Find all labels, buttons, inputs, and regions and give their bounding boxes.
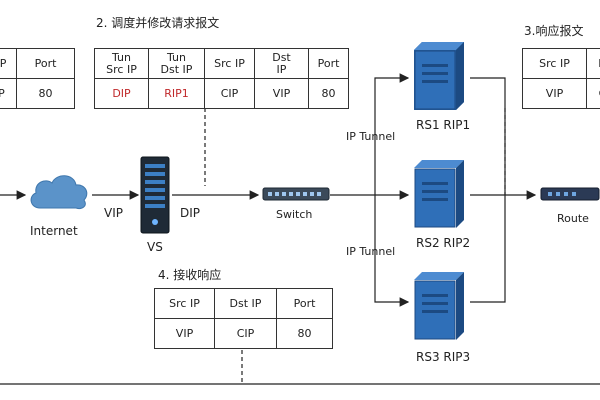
router-icon [540, 187, 600, 201]
step2-header-src: Src IP [204, 48, 255, 79]
step4-header-dst: Dst IP [214, 288, 277, 319]
line-to-rs3 [374, 195, 410, 307]
packet-table-step4: Src IP Dst IP Port VIP CIP 80 [154, 288, 333, 349]
left-header-ip: IP [0, 48, 17, 79]
step2-header-tun-src: Tun Src IP [94, 48, 149, 79]
dip-link-label: DIP [180, 206, 201, 220]
step3-title: 3.响应报文 [524, 24, 584, 38]
step2-header-dst: Dst IP [254, 48, 309, 79]
rs2-server-icon [414, 160, 464, 228]
internet-label: Internet [30, 224, 78, 238]
rs1-label: RS1 RIP1 [416, 118, 471, 132]
step2-value-src: CIP [204, 78, 255, 109]
step4-header-port: Port [276, 288, 333, 319]
step3-header-src: Src IP [522, 48, 587, 79]
step4-header-src: Src IP [154, 288, 215, 319]
left-value-port: 80 [16, 78, 75, 109]
left-value-ip: P [0, 78, 17, 109]
step2-value-tun-src: DIP [94, 78, 149, 109]
tunnel-label-1: IP Tunnel [346, 130, 396, 143]
packet-table-step2: Tun Src IP Tun Dst IP Src IP Dst IP Port… [94, 48, 349, 109]
step3-header-dst: D [586, 48, 600, 79]
rs2-label: RS2 RIP2 [416, 236, 471, 250]
step4-value-src: VIP [154, 318, 215, 349]
step2-value-tun-dst: RIP1 [148, 78, 205, 109]
step2-value-dst: VIP [254, 78, 309, 109]
packet-table-left: IP Port P 80 [0, 48, 75, 109]
rs3-label: RS3 RIP3 [416, 350, 471, 364]
router-label: Route [557, 212, 589, 225]
line-rs3-router [470, 195, 506, 303]
line-to-rs1 [374, 73, 410, 195]
vs-label: VS [147, 240, 163, 254]
switch-label: Switch [276, 208, 313, 221]
step3-value-src: VIP [522, 78, 587, 109]
rs1-server-icon [414, 42, 464, 110]
step4-value-port: 80 [276, 318, 333, 349]
step3-value-dst: C [586, 78, 600, 109]
vip-link-label: VIP [104, 206, 123, 220]
line-rs1-router [470, 77, 506, 195]
packet-table-step3: Src IP D VIP C [522, 48, 600, 109]
step2-header-tun-dst: Tun Dst IP [148, 48, 205, 79]
rs3-server-icon [414, 272, 464, 340]
step2-header-port: Port [308, 48, 349, 79]
step2-title: 2. 调度并修改请求报文 [96, 16, 220, 30]
step4-value-dst: CIP [214, 318, 277, 349]
left-header-port: Port [16, 48, 75, 79]
switch-icon [262, 187, 330, 201]
vs-server-icon [140, 156, 170, 234]
step2-value-port: 80 [308, 78, 349, 109]
cloud-icon [30, 175, 88, 209]
step4-title: 4. 接收响应 [158, 268, 222, 282]
tunnel-label-2: IP Tunnel [346, 245, 396, 258]
